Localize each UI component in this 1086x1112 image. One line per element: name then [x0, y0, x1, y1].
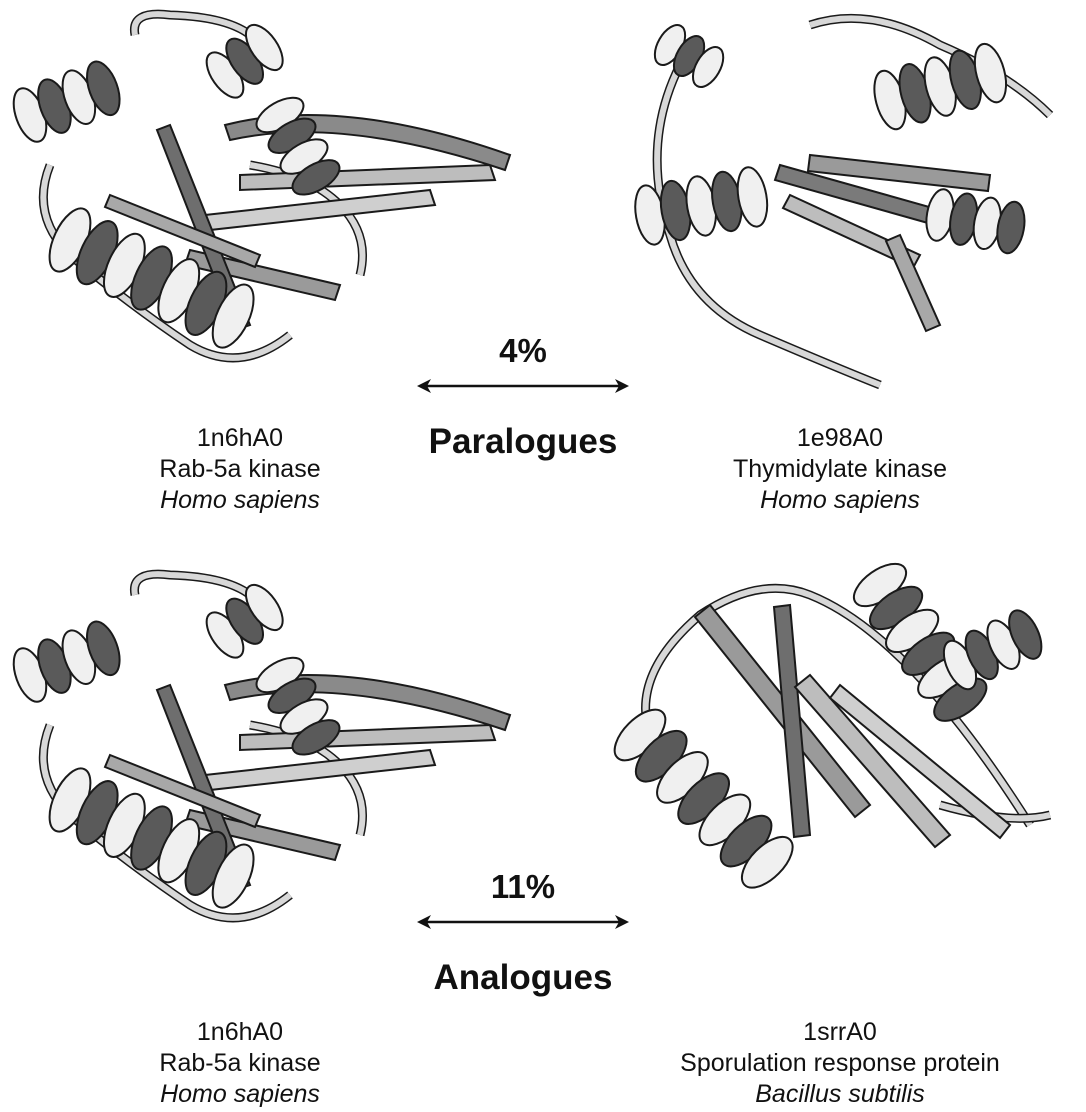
caption-top-left: 1n6hA0 Rab-5a kinase Homo sapiens — [40, 423, 440, 516]
bottom-double-arrow — [415, 912, 631, 932]
protein-structure-1srrA0 — [610, 555, 1086, 975]
top-double-arrow — [415, 376, 631, 396]
species-name: Homo sapiens — [40, 1079, 440, 1110]
bottom-identity-percent: 11% — [413, 868, 633, 906]
protein-structure-1e98A0 — [610, 5, 1086, 395]
species-name: Homo sapiens — [640, 485, 1040, 516]
caption-bottom-left: 1n6hA0 Rab-5a kinase Homo sapiens — [40, 1017, 440, 1110]
protein-id: 1srrA0 — [640, 1017, 1040, 1048]
caption-top-right: 1e98A0 Thymidylate kinase Homo sapiens — [640, 423, 1040, 516]
protein-id: 1e98A0 — [640, 423, 1040, 454]
protein-name: Thymidylate kinase — [640, 454, 1040, 485]
protein-id: 1n6hA0 — [40, 423, 440, 454]
protein-name: Sporulation response protein — [640, 1048, 1040, 1079]
species-name: Bacillus subtilis — [640, 1079, 1040, 1110]
bottom-relation-label: Analogues — [393, 958, 653, 998]
protein-name: Rab-5a kinase — [40, 454, 440, 485]
species-name: Homo sapiens — [40, 485, 440, 516]
caption-bottom-right: 1srrA0 Sporulation response protein Baci… — [640, 1017, 1040, 1110]
top-identity-percent: 4% — [413, 332, 633, 370]
protein-name: Rab-5a kinase — [40, 1048, 440, 1079]
protein-id: 1n6hA0 — [40, 1017, 440, 1048]
